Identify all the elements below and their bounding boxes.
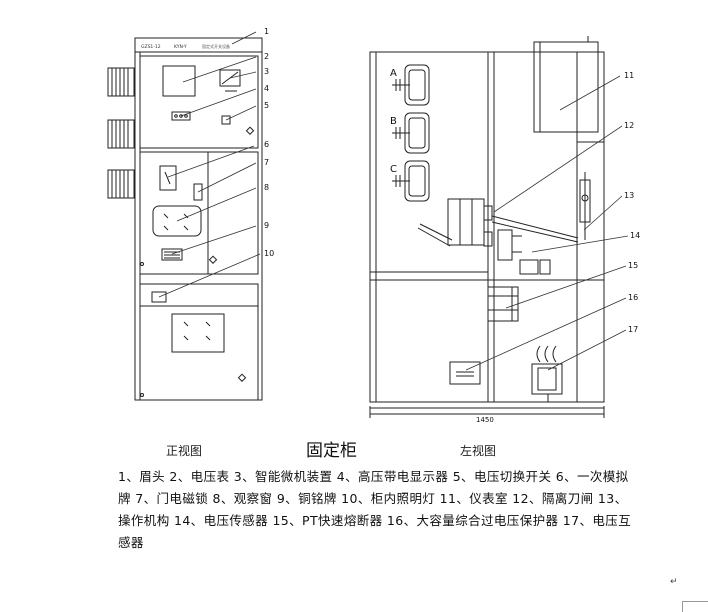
cabinet-lamp xyxy=(151,291,167,303)
front-view xyxy=(107,31,263,401)
callout-8: 8 xyxy=(264,183,269,192)
return-mark: ↵ xyxy=(670,577,678,587)
callout-7: 7 xyxy=(264,158,269,167)
voltage-sensor xyxy=(497,229,551,275)
callout-5: 5 xyxy=(264,101,269,110)
plate-label-1: GZS1-12 xyxy=(141,44,161,50)
door-lock xyxy=(193,183,203,201)
side-view-caption: 左视图 xyxy=(460,444,497,458)
callout-17: 17 xyxy=(628,325,638,334)
front-view-caption: 正视图 xyxy=(166,444,203,458)
instrument-room xyxy=(533,41,599,133)
disconnector xyxy=(417,198,579,247)
corner-box xyxy=(682,601,708,612)
mimic-board xyxy=(159,165,177,191)
callout-4: 4 xyxy=(264,84,269,93)
live-display xyxy=(171,111,191,121)
side-leaders xyxy=(465,75,629,371)
plate-label-2: KYN-Y xyxy=(174,44,187,50)
callout-11: 11 xyxy=(624,71,634,80)
bushing-A xyxy=(392,64,430,106)
callout-12: 12 xyxy=(624,121,634,130)
callout-14: 14 xyxy=(630,231,640,240)
front-cabinet-outline xyxy=(134,37,263,401)
lower-window xyxy=(171,313,225,353)
callout-1: 1 xyxy=(264,27,269,36)
bushing-B xyxy=(392,112,430,154)
plate-label-3: 固定式开关设备 xyxy=(202,43,230,49)
observation-window xyxy=(152,205,202,237)
callout-9: 9 xyxy=(264,221,269,230)
nameplate-box xyxy=(161,248,183,261)
instrument-door xyxy=(139,55,259,149)
side-view xyxy=(369,36,629,418)
phase-label-B: B xyxy=(390,116,397,127)
callout-6: 6 xyxy=(264,140,269,149)
dimension-label: 1450 xyxy=(476,416,494,424)
bushing-top xyxy=(107,67,135,97)
lower-door xyxy=(139,283,259,401)
middle-door xyxy=(139,151,259,275)
callout-3: 3 xyxy=(264,67,269,76)
diagram-title: 固定柜 xyxy=(306,441,357,461)
callout-2: 2 xyxy=(264,52,269,61)
bushing-middle xyxy=(107,119,135,149)
callout-15: 15 xyxy=(628,261,638,270)
microcomputer-device xyxy=(219,69,241,87)
callout-10: 10 xyxy=(264,249,274,258)
bushing-C xyxy=(392,160,430,202)
phase-label-C: C xyxy=(390,164,397,175)
operating-mechanism xyxy=(579,172,591,240)
front-leaders xyxy=(158,31,261,298)
phase-label-A: A xyxy=(390,68,397,79)
pt-fuse xyxy=(487,286,519,322)
callout-16: 16 xyxy=(628,293,638,302)
legend-text: 1、眉头 2、电压表 3、智能微机装置 4、高压带电显示器 5、电压切换开关 6… xyxy=(118,469,632,550)
callout-13: 13 xyxy=(624,191,634,200)
bushing-bottom xyxy=(107,169,135,199)
surge-protector xyxy=(449,361,481,385)
voltmeter-box xyxy=(162,65,196,97)
voltage-switch xyxy=(221,115,231,125)
voltage-transformer xyxy=(531,345,563,402)
